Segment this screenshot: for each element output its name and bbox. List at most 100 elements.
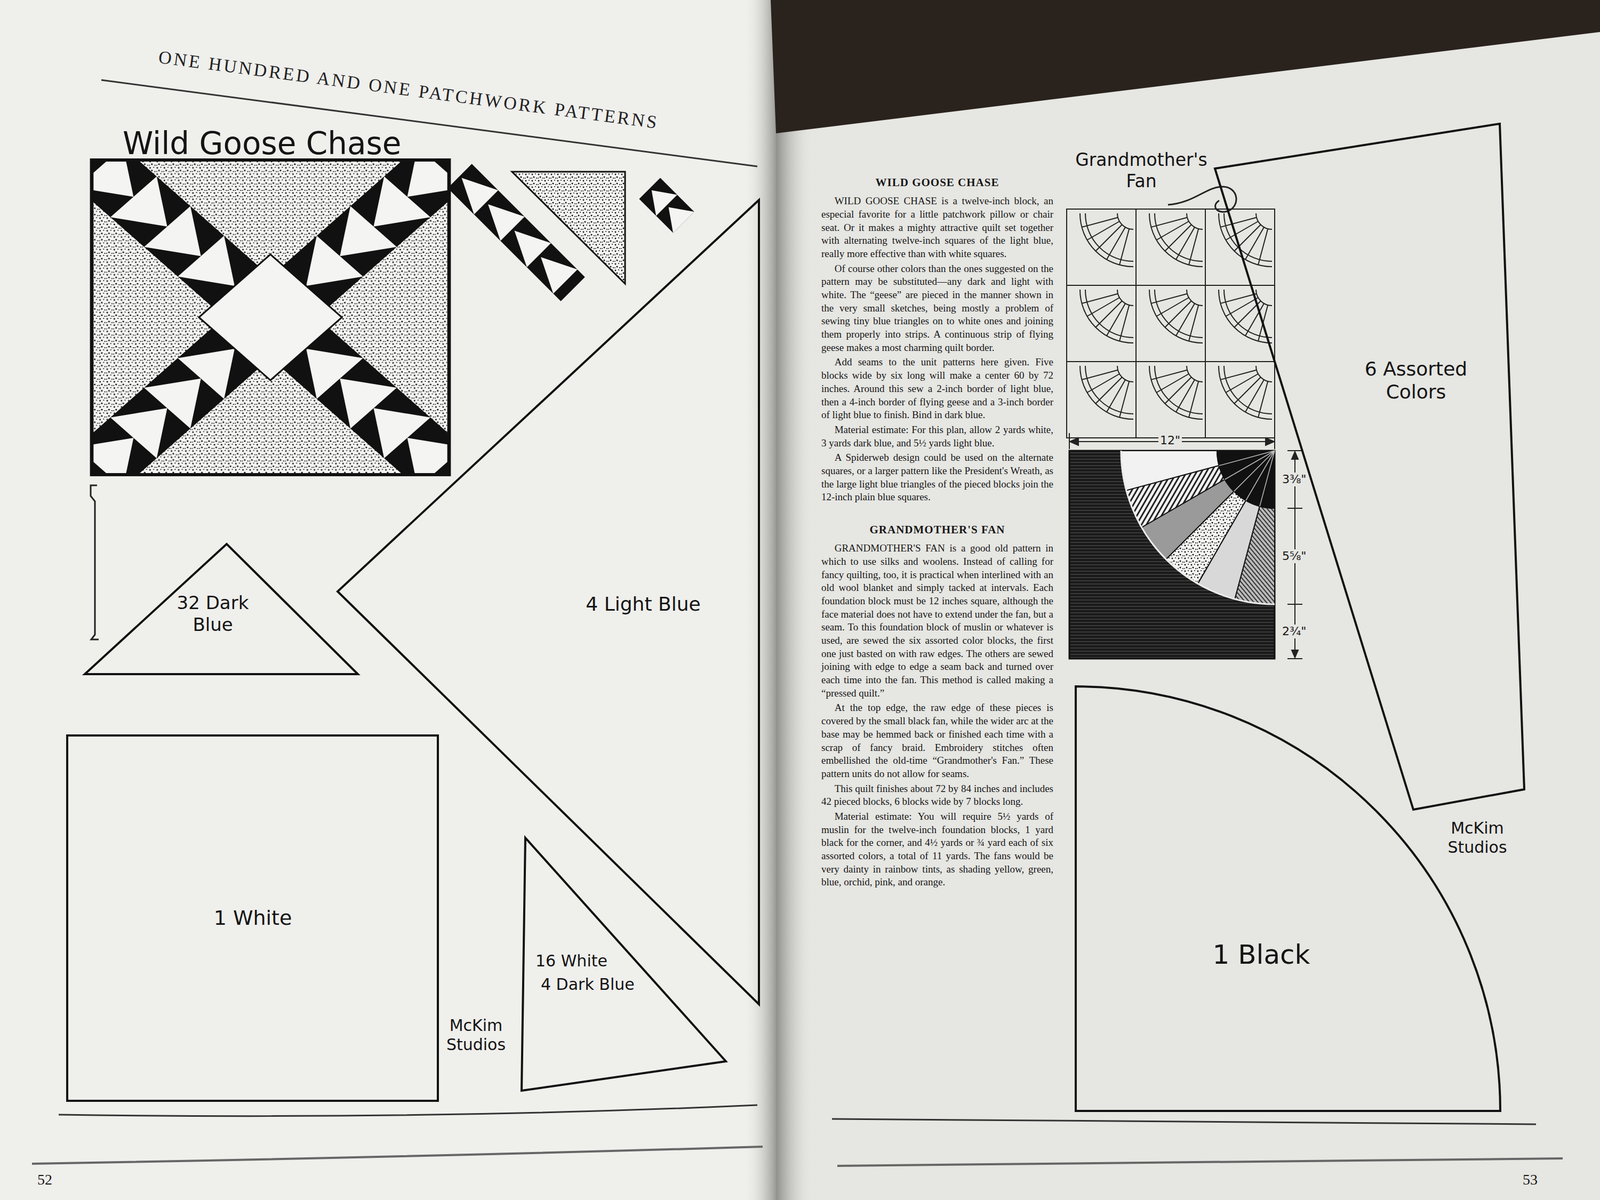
article-paragraph: A Spiderweb design could be used on the … (821, 451, 1054, 504)
page-number: 52 (37, 1170, 53, 1189)
pattern-piece: 6 Assorted Colors (1213, 122, 1526, 811)
article-paragraph: Of course other colors than the ones sug… (821, 262, 1054, 355)
fan-layout-sketch (1205, 361, 1275, 438)
label-anchor: 3⅜" (1280, 472, 1308, 487)
pattern-piece-outline (1075, 686, 1501, 1111)
page-ground (776, 0, 1600, 1200)
fan-layout-sketch (1205, 285, 1275, 362)
geese-sketches (447, 163, 585, 301)
pattern-piece: 4 Light Blue (336, 198, 760, 1006)
geese-sketches (638, 177, 694, 233)
wild-goose-block (91, 160, 450, 475)
pattern-piece-outline (67, 735, 438, 1101)
pattern-piece-outline (1074, 685, 1502, 1112)
title-flourish (1168, 186, 1237, 212)
piece-label: 1 Black (1208, 938, 1315, 971)
wild-goose-block (91, 328, 258, 475)
piece-label: 1 White (199, 906, 307, 931)
text-column: WILD GOOSE CHASE WILD GOOSE CHASE is a tw… (821, 176, 1054, 891)
article-paragraph: Material estimate: You will require 5½ y… (821, 810, 1054, 890)
dimension-label: 2¾" (1280, 624, 1308, 639)
fan-layout-sketch (1136, 209, 1206, 286)
wild-goose-block (283, 328, 450, 475)
page-ground (0, 0, 776, 1200)
fan-block-drawing (1069, 450, 1275, 659)
piece-label: 16 White (535, 951, 621, 971)
fan-layout-sketch (1066, 361, 1136, 438)
rule-lines (837, 1158, 1563, 1166)
dimension-lines (1069, 433, 1303, 659)
fan-block-drawing (1069, 450, 1275, 659)
pattern-piece: 16 White 4 Dark Blue (520, 836, 727, 1092)
fan-block-drawing (1217, 450, 1275, 509)
rule-lines (58, 1105, 758, 1117)
article-paragraph: At the top edge, the raw edge of these p… (821, 701, 1054, 781)
pattern-piece-outline (1213, 122, 1526, 811)
pattern-piece-outline (84, 544, 358, 675)
torn-edge-line (90, 485, 99, 640)
article-heading: GRANDMOTHER'S FAN (821, 523, 1054, 537)
dimension-lines (1265, 437, 1275, 446)
piece-label: 4 Dark Blue (540, 974, 648, 995)
pattern-piece: 1 White (66, 734, 439, 1102)
rule-lines (32, 80, 1563, 1166)
label-anchor: McKim Studios (442, 1016, 510, 1055)
article-heading: WILD GOOSE CHASE (821, 176, 1054, 190)
wild-goose-block (283, 160, 450, 307)
article-paragraph: Add seams to the unit patterns here give… (821, 355, 1054, 422)
pattern-piece: 1 Black (1074, 685, 1502, 1112)
fan-block-drawing (1234, 506, 1275, 605)
pattern-piece: 32 Dark Blue (84, 542, 359, 676)
geese-sketches (658, 196, 695, 234)
fan-block-drawing (1121, 450, 1275, 605)
fan-layout-sketch (1066, 209, 1275, 438)
dimension-label: 5⅝" (1280, 549, 1308, 564)
page-ground (776, 0, 814, 1200)
fan-block-drawing (1121, 450, 1275, 605)
fan-block-drawing (1219, 450, 1275, 507)
article-paragraph: This quilt finishes about 72 by 84 inche… (821, 782, 1054, 809)
dimension-lines (1069, 433, 1275, 450)
pattern-piece-outline (1214, 123, 1525, 810)
geese-sketches (638, 177, 694, 233)
dimension-lines (1291, 451, 1299, 460)
article-paragraph: Material estimate: For this plan, allow … (821, 423, 1054, 450)
pattern-piece-outline (521, 837, 726, 1091)
piece-label: 4 Light Blue (571, 592, 716, 616)
rule-lines (32, 1146, 763, 1164)
handwritten-label: Wild Goose Chase (122, 125, 402, 163)
label-anchor: 52 (37, 1170, 53, 1189)
dimension-label: 3⅜" (1280, 472, 1308, 487)
label-anchor: McKim Studios (1440, 818, 1515, 858)
piece-label: 6 Assorted Colors (1354, 357, 1478, 404)
fan-layout-sketch (1066, 285, 1136, 362)
fan-layout-sketch (1066, 209, 1136, 286)
handwritten-label: McKim Studios (1440, 818, 1515, 858)
piece-label: 32 Dark Blue (162, 592, 264, 636)
label-anchor: Grandmother's Fan (1066, 149, 1216, 192)
rule-lines (832, 1118, 1536, 1125)
fan-layout-sketch (1136, 285, 1206, 362)
dimension-lines (1069, 437, 1079, 446)
handwritten-label: McKim Studios (442, 1016, 510, 1055)
article-paragraph: WILD GOOSE CHASE is a twelve-inch block,… (821, 194, 1054, 261)
dimension-label: 12" (1158, 433, 1182, 448)
geese-sketches (447, 163, 694, 301)
label-anchor: 12" (1158, 433, 1182, 448)
page-number: 53 (1522, 1170, 1538, 1189)
dimension-lines (1291, 650, 1299, 658)
page-ground (770, 0, 1600, 134)
wild-goose-block (59, 131, 482, 503)
label-anchor: Wild Goose Chase (122, 125, 402, 163)
wild-goose-block (198, 254, 342, 381)
pattern-piece-outline (337, 200, 759, 1005)
article-paragraph: GRANDMOTHER'S FAN is a good old pattern … (821, 541, 1054, 700)
label-anchor: 2¾" (1280, 624, 1308, 639)
wild-goose-block (91, 160, 258, 307)
label-anchor: 53 (1522, 1170, 1538, 1189)
handwritten-label: Grandmother's Fan (1066, 149, 1216, 192)
label-anchor: 5⅝" (1280, 549, 1308, 564)
fan-layout-sketch (1136, 361, 1206, 438)
